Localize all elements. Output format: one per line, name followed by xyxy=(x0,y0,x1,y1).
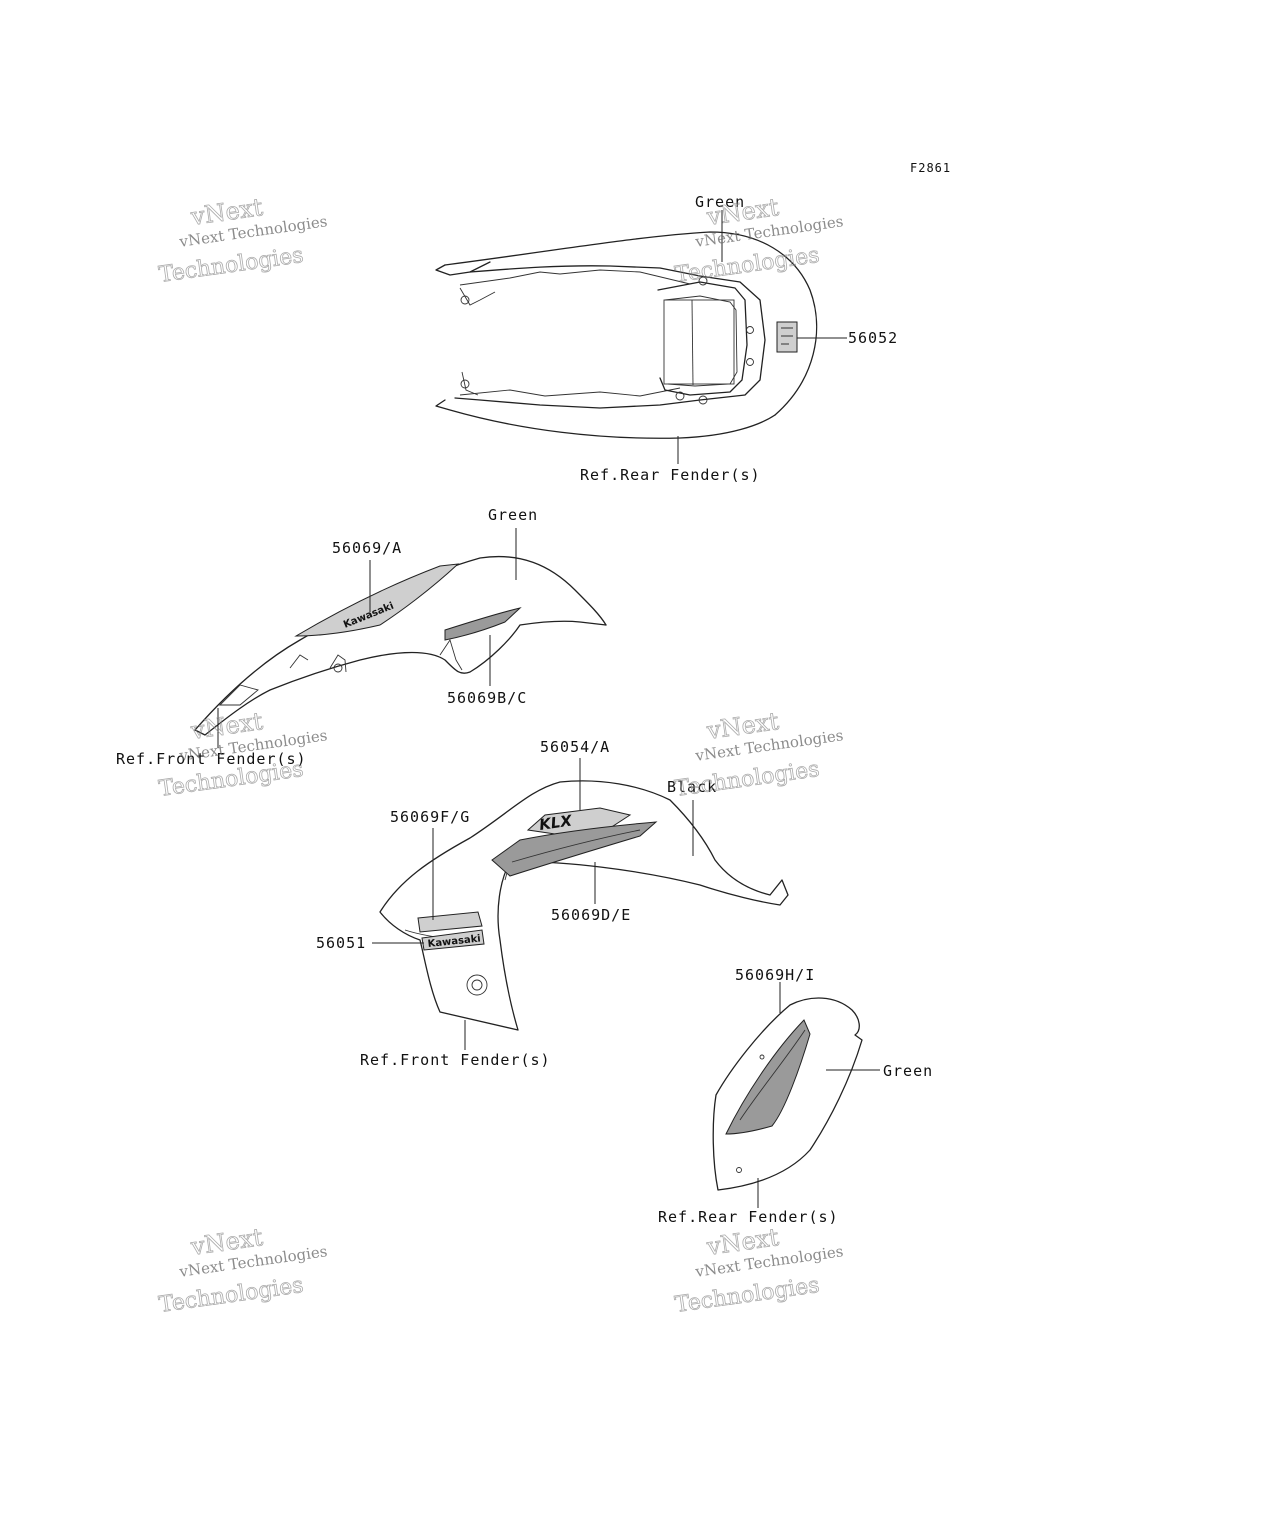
label-56069-d-e: 56069D/E xyxy=(551,906,631,924)
decal-56069-a xyxy=(294,563,460,637)
decal-56069-h-i xyxy=(725,1019,811,1135)
svg-text:Technologies: Technologies xyxy=(157,1273,305,1318)
decal-56051 xyxy=(421,929,485,951)
label-56069-f-g: 56069F/G xyxy=(390,808,470,826)
label-56052: 56052 xyxy=(848,329,898,347)
label-ref-front-fender-bottom: Ref.Front Fender(s) xyxy=(360,1051,551,1069)
label-56069-a: 56069/A xyxy=(332,539,402,557)
rear-fender-top-part xyxy=(435,231,818,439)
svg-text:Technologies: Technologies xyxy=(673,757,821,802)
label-56069-b-c: 56069B/C xyxy=(447,689,527,707)
watermark-6: vNext vNext Technologies Technologies xyxy=(673,1223,844,1319)
svg-text:Technologies: Technologies xyxy=(673,1273,821,1318)
watermark-5: vNext vNext Technologies Technologies xyxy=(157,1223,328,1319)
label-ref-front-fender-left: Ref.Front Fender(s) xyxy=(116,750,307,768)
warning-decal-56052 xyxy=(776,321,798,353)
klx-logo: KLX xyxy=(538,811,574,834)
label-ref-rear-fender-bottom: Ref.Rear Fender(s) xyxy=(658,1208,839,1226)
rear-side-panel-part xyxy=(712,997,863,1191)
radiator-shroud-part: KLX Kawasaki xyxy=(379,780,789,1031)
label-56054-a: 56054/A xyxy=(540,738,610,756)
decal-56069-b-c xyxy=(444,607,522,641)
figure-code: F2861 xyxy=(910,161,951,175)
watermark-1: vNext vNext Technologies Technologies xyxy=(157,193,328,289)
watermark-2: vNext vNext Technologies Technologies xyxy=(673,193,844,289)
decal-56069-f-g xyxy=(417,911,483,933)
label-green-top: Green xyxy=(695,193,745,211)
side-cover-part: Kawasaki xyxy=(194,555,607,736)
label-green-right: Green xyxy=(883,1062,933,1080)
label-green-mid: Green xyxy=(488,506,538,524)
label-black: Black xyxy=(667,778,717,796)
watermark-4: vNext vNext Technologies Technologies xyxy=(673,707,844,803)
label-ref-rear-fender-top: Ref.Rear Fender(s) xyxy=(580,466,761,484)
label-56069-h-i: 56069H/I xyxy=(735,966,815,984)
svg-text:Technologies: Technologies xyxy=(673,243,821,288)
svg-text:Technologies: Technologies xyxy=(157,243,305,288)
label-56051: 56051 xyxy=(316,934,366,952)
